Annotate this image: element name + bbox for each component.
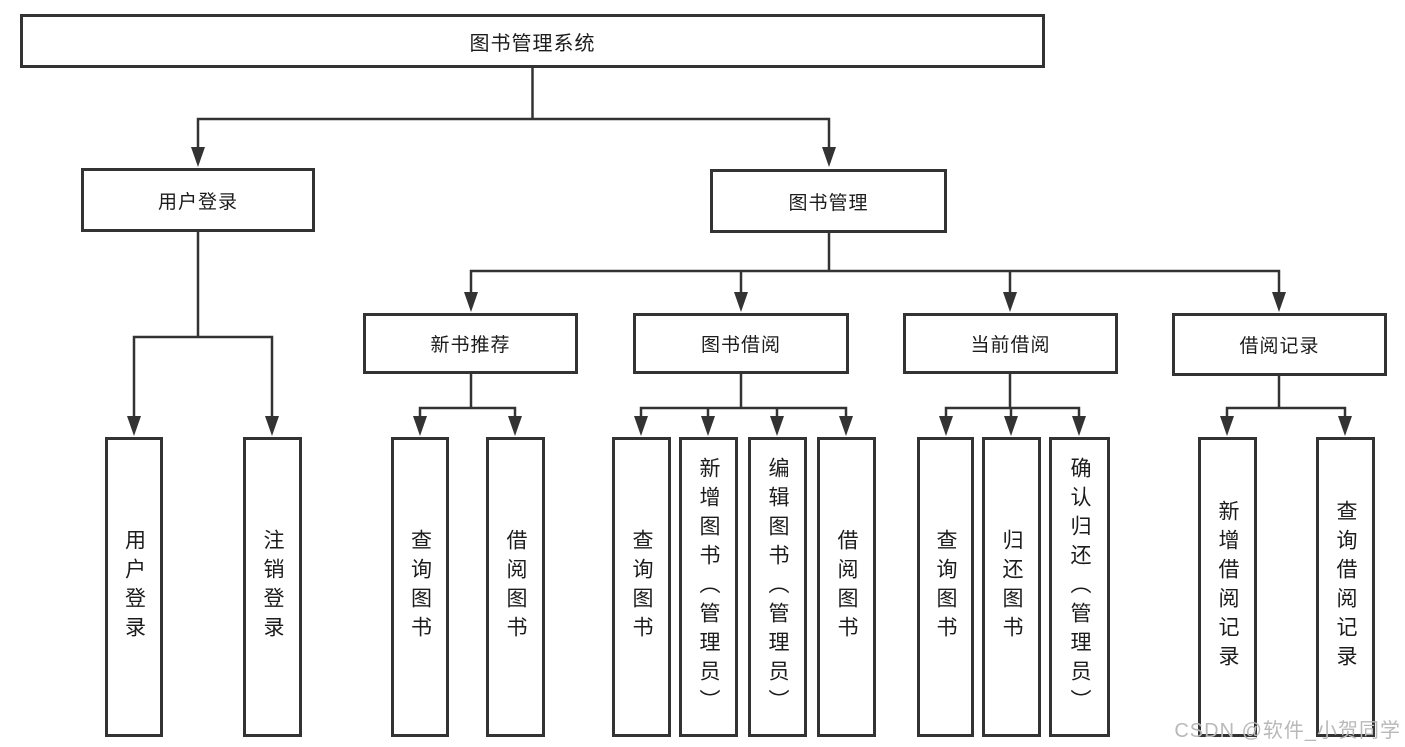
leaf-return-book: 归还图书 — [982, 437, 1041, 737]
leaf-query-books-borrowing: 查询图书 — [612, 437, 671, 737]
node-user-login: 用户登录 — [81, 168, 315, 232]
node-library-management-system: 图书管理系统 — [20, 14, 1045, 68]
node-book-borrowing: 图书借阅 — [633, 313, 849, 374]
leaf-add-book-admin: 新增图书（管理员） — [679, 437, 738, 737]
leaf-add-borrow-record: 新增借阅记录 — [1198, 437, 1257, 737]
leaf-borrow-books-recommend: 借阅图书 — [486, 437, 545, 737]
node-book-management: 图书管理 — [710, 169, 947, 233]
node-new-book-recommend: 新书推荐 — [363, 313, 578, 374]
connector-lines — [132, 68, 1347, 419]
csdn-watermark: CSDN @软件_小贺同学 — [1174, 720, 1401, 742]
leaf-edit-book-admin: 编辑图书（管理员） — [748, 437, 807, 737]
leaf-confirm-return-admin: 确认归还（管理员） — [1049, 437, 1110, 737]
leaf-user-login: 用户登录 — [105, 437, 163, 737]
node-current-borrowing: 当前借阅 — [903, 313, 1118, 374]
leaf-query-books-recommend: 查询图书 — [391, 437, 449, 737]
leaf-logout: 注销登录 — [243, 437, 302, 737]
leaf-query-books-current: 查询图书 — [917, 437, 974, 737]
arrowheads — [127, 147, 1352, 436]
node-borrowing-records: 借阅记录 — [1172, 313, 1387, 376]
leaf-query-borrow-record: 查询借阅记录 — [1316, 437, 1375, 737]
leaf-borrow-book: 借阅图书 — [817, 437, 876, 737]
